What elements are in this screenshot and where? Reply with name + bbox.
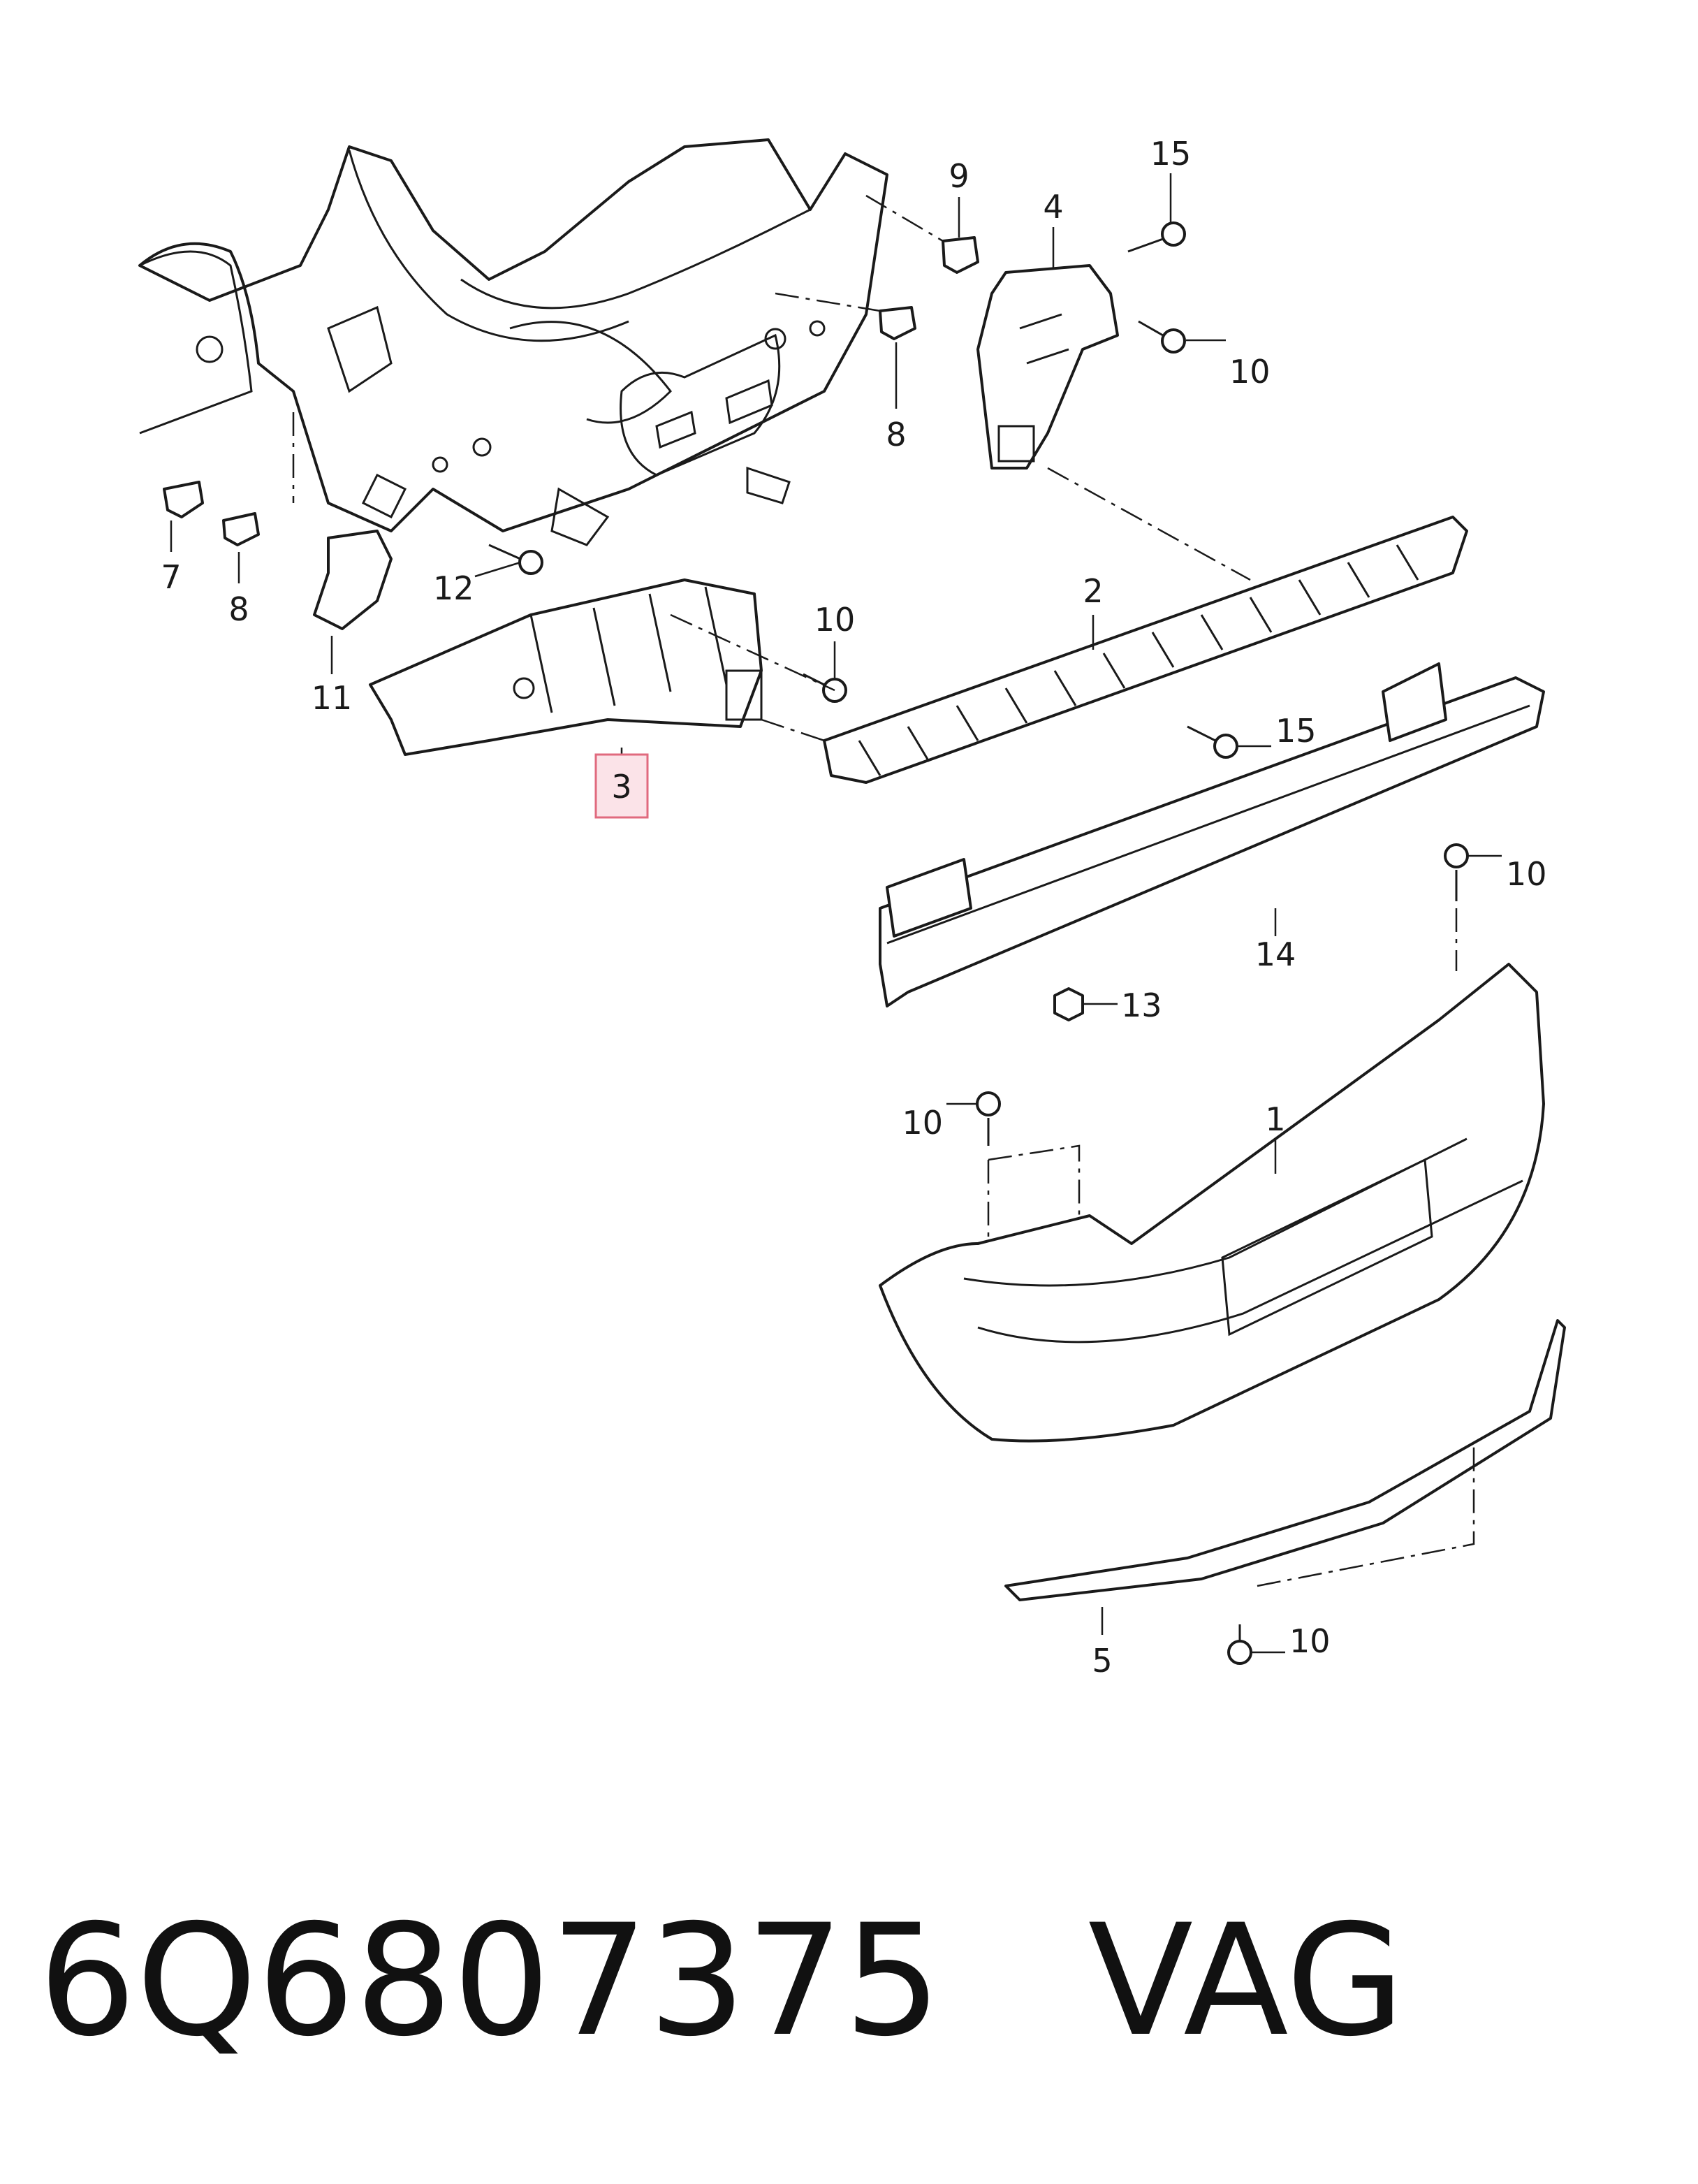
highlight-box-part-3 [594,753,649,819]
callout-12: 12 [433,569,474,607]
fastener-8-clip-left [222,512,260,546]
part-11-bracket [313,530,393,630]
fastener-12-screw [488,544,543,575]
callout-15-a: 15 [1150,135,1192,173]
fastener-7-clip [163,481,204,518]
callout-8-right: 8 [886,416,906,453]
part-5-lower-spoiler [1004,1319,1566,1601]
callout-10-e: 10 [1289,1622,1331,1660]
callout-5: 5 [1092,1642,1112,1680]
part-3-side-bracket [369,578,763,756]
part-4-upper-bracket [976,264,1119,469]
callout-8-left: 8 [228,590,249,628]
car-body-shell [138,138,888,546]
callout-11: 11 [312,679,353,717]
callout-10-d: 10 [902,1104,943,1142]
fastener-15-screw-b [1187,725,1238,759]
callout-9: 9 [949,157,969,195]
fastener-8-clip-right [879,306,916,340]
callout-4: 4 [1043,188,1063,226]
callout-7: 7 [161,558,181,596]
exploded-parts-diagram: 1 2 3 4 5 7 8 8 9 10 10 10 10 10 11 12 1… [138,135,1566,1680]
part-number-caption: 6Q6807375 VAG [38,1904,1405,2058]
callout-15-b: 15 [1275,712,1317,750]
callout-13: 13 [1121,987,1162,1024]
part-1-bumper-cover [879,963,1545,1443]
part-2-energy-absorber [823,516,1468,784]
leader-lines [170,173,1502,1654]
fastener-10-screw-a [1138,320,1186,354]
callout-10-c: 10 [1506,855,1547,893]
callout-3: 3 [611,768,631,806]
fastener-9-clip [942,236,979,274]
fastener-13-nut [1053,987,1084,1021]
alignment-lines [292,194,1475,1587]
callout-2: 2 [1083,572,1103,610]
fastener-10-screw-d [976,1091,1001,1146]
callout-1: 1 [1265,1100,1285,1138]
fastener-10-screw-e [1227,1624,1252,1665]
part-14-bumper-carrier [879,662,1545,1007]
callout-10-b: 10 [814,601,856,639]
brand-name: VAG [1088,1891,1405,2070]
callout-10-a: 10 [1229,353,1271,391]
fastener-10-screw-b [803,673,847,703]
fastener-10-screw-c [1444,843,1469,901]
fastener-15-screw-a [1127,221,1186,253]
callout-14: 14 [1255,936,1296,973]
part-number: 6Q6807375 [38,1891,942,2070]
